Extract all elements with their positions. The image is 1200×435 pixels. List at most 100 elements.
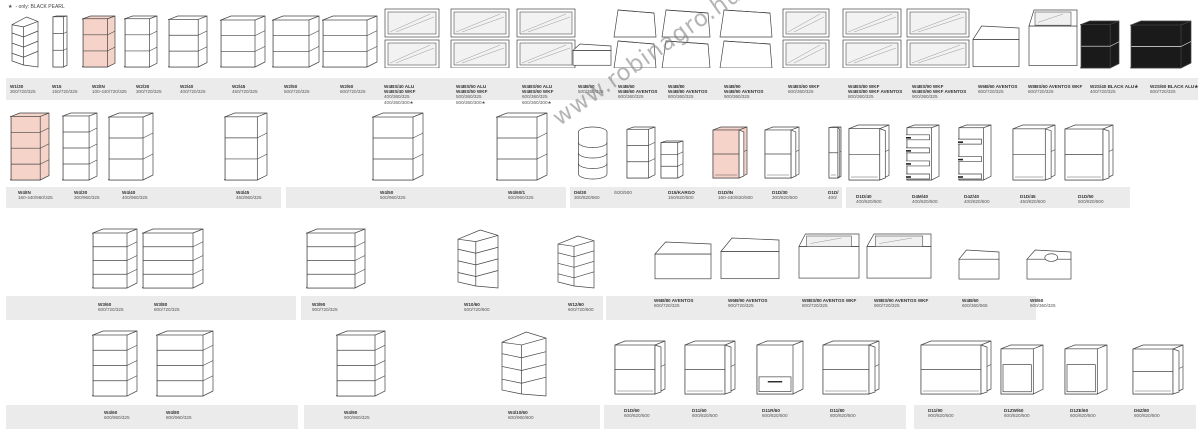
cabinet-drawing [496,112,548,182]
cabinet-name: W4BS/80 WKF W4BS/80 WKF AVENTOS [848,84,903,95]
cabinet-drawing [52,15,68,69]
cabinet-dimensions: 400/960/325 [122,195,148,201]
cabinet-dimensions: 500/360/325 500/360/300★ [456,94,486,105]
cabinet-name: W4/60/1 [508,190,526,195]
cabinet-name: W4BS/60 WKF [788,84,820,89]
cabinet-label: D1D/400/ [828,190,838,200]
cabinet-name: D1D/40 [856,194,872,199]
cabinet-name: W3/60 [98,302,112,307]
cabinet-name: W15 [52,84,62,89]
cabinet-dimensions: 800/360/325 [668,94,694,100]
row-band [6,405,298,429]
cabinet-drawing [574,126,608,180]
cabinet-drawing [906,8,970,68]
cabinet-dimensions: 600/360/325 [1030,303,1056,309]
cabinet-name: D11/80 [830,408,845,413]
cabinet-drawing [842,8,902,68]
cabinet-drawing [828,126,842,180]
cabinet-name: D11R/60 [762,408,780,413]
cabinet-drawing [712,126,748,180]
cabinet-dimensions: 600/720/325 [1150,89,1176,95]
cabinet-name: W4B/60 W4B/60 AVENTOS [618,84,658,95]
cabinet-name: W4/80 [166,410,180,415]
cabinet-drawing [224,112,268,182]
cabinet-dimensions: 600/720/325 [340,89,366,95]
cabinet-dimensions: 900/360/325 [912,94,938,100]
cabinet-name: W4B/50 [578,84,595,89]
cabinet-name: W2/50 [284,84,298,89]
row-band [606,296,1036,320]
cabinet-drawing [782,8,830,68]
cabinet-drawing [612,8,658,68]
cabinet-drawing [764,126,800,180]
cabinet-dimensions: 500/820/500 [1078,199,1104,205]
cabinet-name: D1ZE/60 [1070,408,1089,413]
cabinet-drawing [322,15,378,69]
cabinet-dimensions: 300/820/500 [772,195,798,201]
star-icon: ★ [8,4,13,10]
cabinet-drawing [450,8,510,68]
cabinet-dimensions: /820/500 [614,190,632,195]
cabinet-name: D1D/50 [1078,194,1094,199]
cabinet-dimensions: 600/960/325 [104,415,130,421]
cabinet-name: W2/40 [180,84,194,89]
cabinet-drawing [272,15,320,69]
cabinet-name: W6B/60 AVENTOS [978,84,1018,89]
row-band [6,78,1198,100]
cabinet-name: W4/90 [344,410,358,415]
cabinet-name: D1D/60 [624,408,640,413]
cabinet-drawing [906,124,940,182]
row-band [286,187,566,208]
cabinet-drawing [556,234,596,290]
cabinet-drawing [614,340,666,396]
cabinet-name: D1D/45 [1020,194,1036,199]
cabinet-name: W4/30 [74,190,88,195]
cabinet-dimensions: 300/720/325 [10,89,36,95]
cabinet-name: D11/90 [928,408,943,413]
cabinet-dimensions: 800/820/500 [1134,413,1160,419]
cabinet-drawing [572,42,612,66]
cabinet-drawing [1064,124,1114,182]
cabinet-dimensions: 600/820/500 [762,413,788,419]
cabinet-name: W4BS/50 ALU W4BS/50 WKF [456,84,488,95]
cabinet-dimensions: 450/960/325 [236,195,262,201]
cabinet-drawing [168,15,208,69]
cabinet-name: W4/40 [122,190,136,195]
cabinet-label: W2S/40 BLACK ALU★400/720/325 [1090,84,1138,94]
legend: ★ - only: BLACK PEARL [8,4,65,10]
cabinet-drawing [456,228,500,290]
cabinet-drawing [720,236,780,280]
cabinet-name: W12/60 [568,302,584,307]
cabinet-dimensions: 900/960/325 [344,415,370,421]
cabinet-drawing [920,340,992,396]
